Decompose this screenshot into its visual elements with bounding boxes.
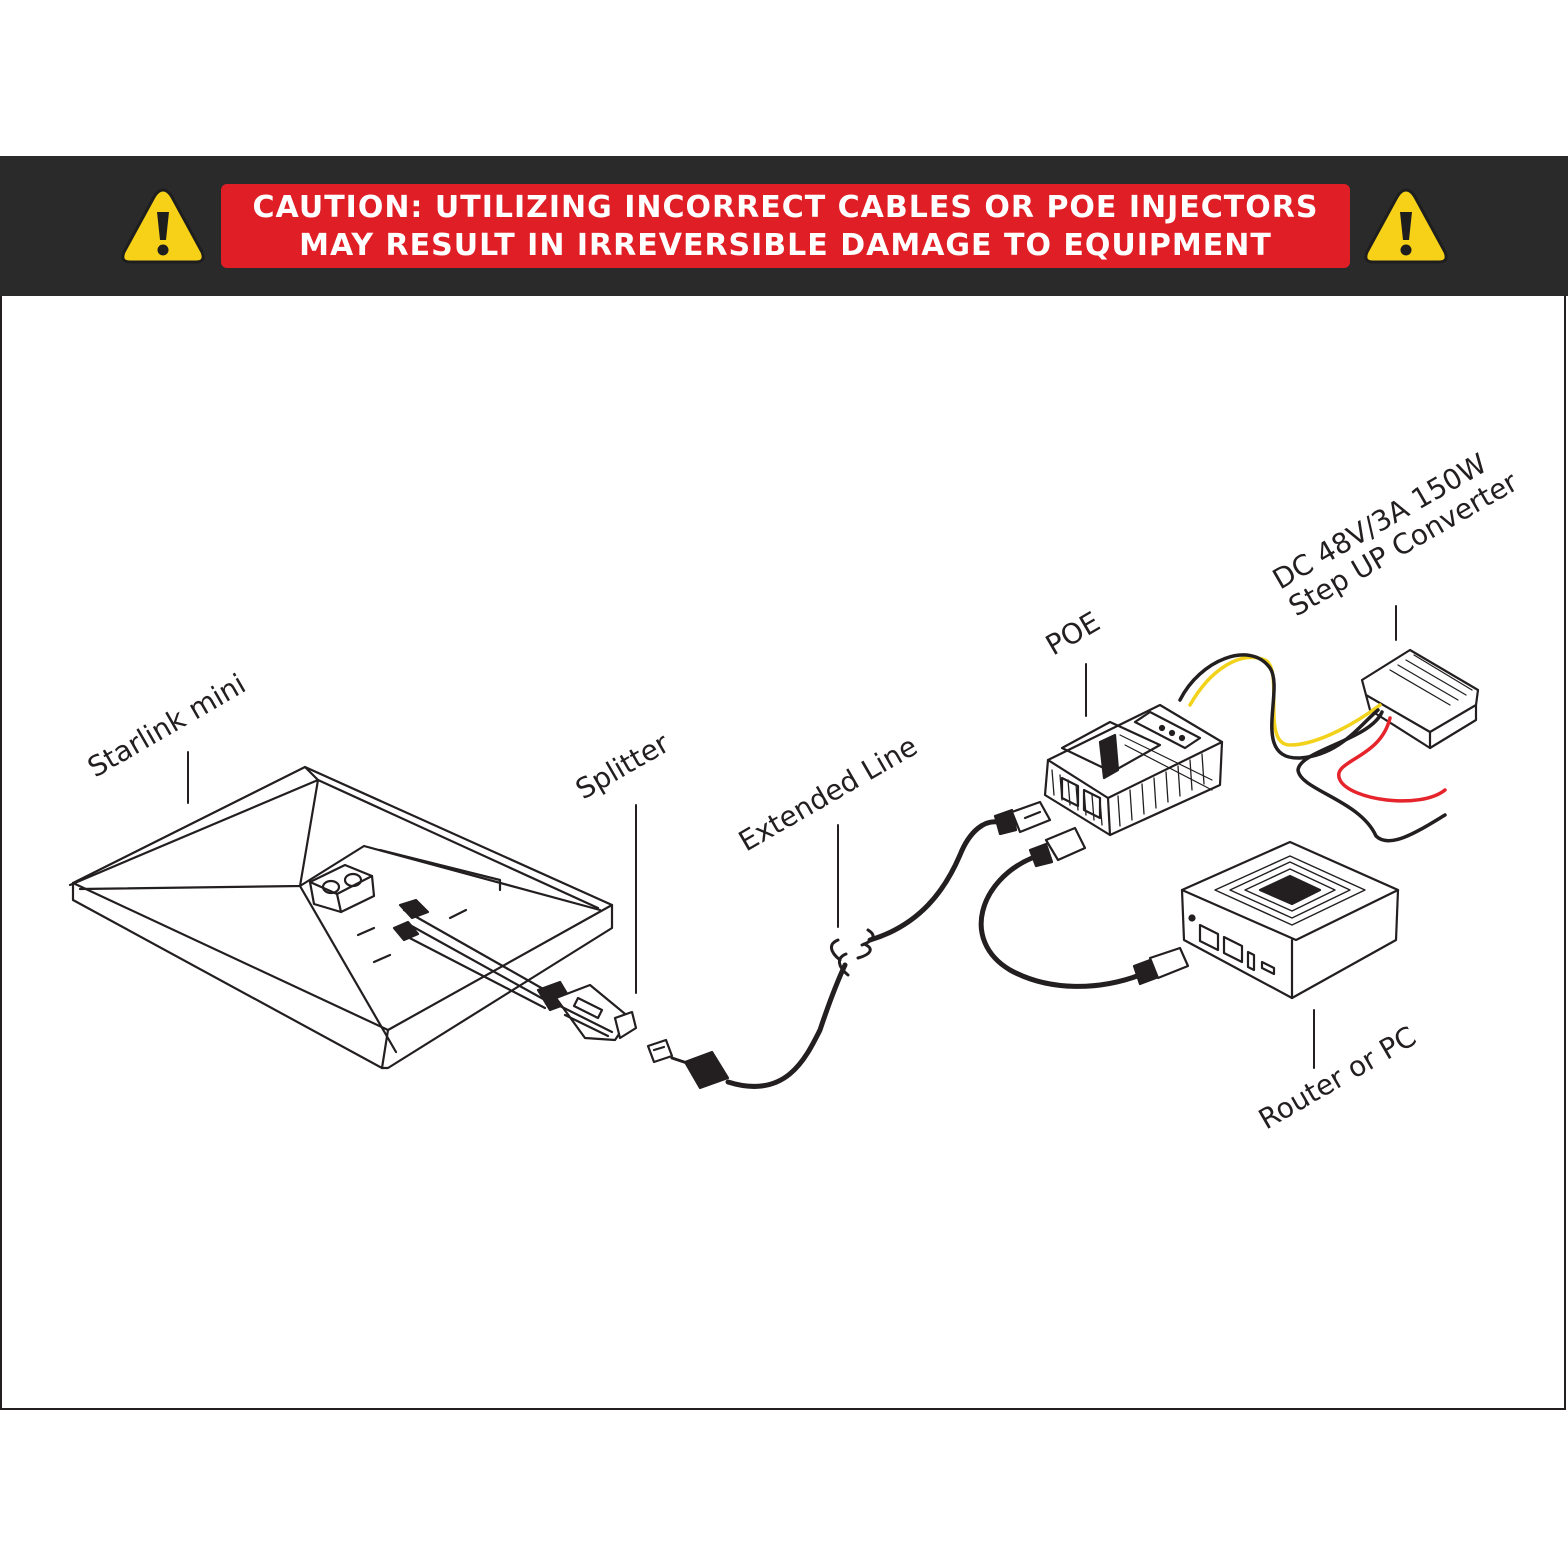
red-wire xyxy=(1336,716,1447,803)
caution-line-1: CAUTION: UTILIZING INCORRECT CABLES OR P… xyxy=(252,190,1319,225)
extended-line-cable xyxy=(670,800,1052,1090)
label-splitter: Splitter xyxy=(570,726,675,806)
router-or-pc xyxy=(1180,840,1400,1000)
label-starlink-mini: Starlink mini xyxy=(82,667,251,784)
starlink-mini-dish xyxy=(68,765,614,1070)
label-extended-line: Extended Line xyxy=(733,729,923,858)
yellow-wire xyxy=(1188,655,1382,747)
leader-lines xyxy=(187,605,1397,1069)
lan-cable xyxy=(978,826,1190,989)
black-wire xyxy=(1296,710,1447,843)
label-router-or-pc: Router or PC xyxy=(1253,1020,1422,1136)
warning-triangle-icon xyxy=(1364,188,1448,264)
poe-injector xyxy=(1043,703,1224,837)
warning-triangle-icon xyxy=(121,188,205,264)
label-poe: POE xyxy=(1040,605,1106,662)
caution-message-box: CAUTION: UTILIZING INCORRECT CABLES OR P… xyxy=(221,184,1350,268)
splitter xyxy=(392,898,674,1064)
caution-line-2: MAY RESULT IN IRREVERSIBLE DAMAGE TO EQU… xyxy=(299,228,1272,263)
dc-step-up-converter xyxy=(1360,648,1480,750)
